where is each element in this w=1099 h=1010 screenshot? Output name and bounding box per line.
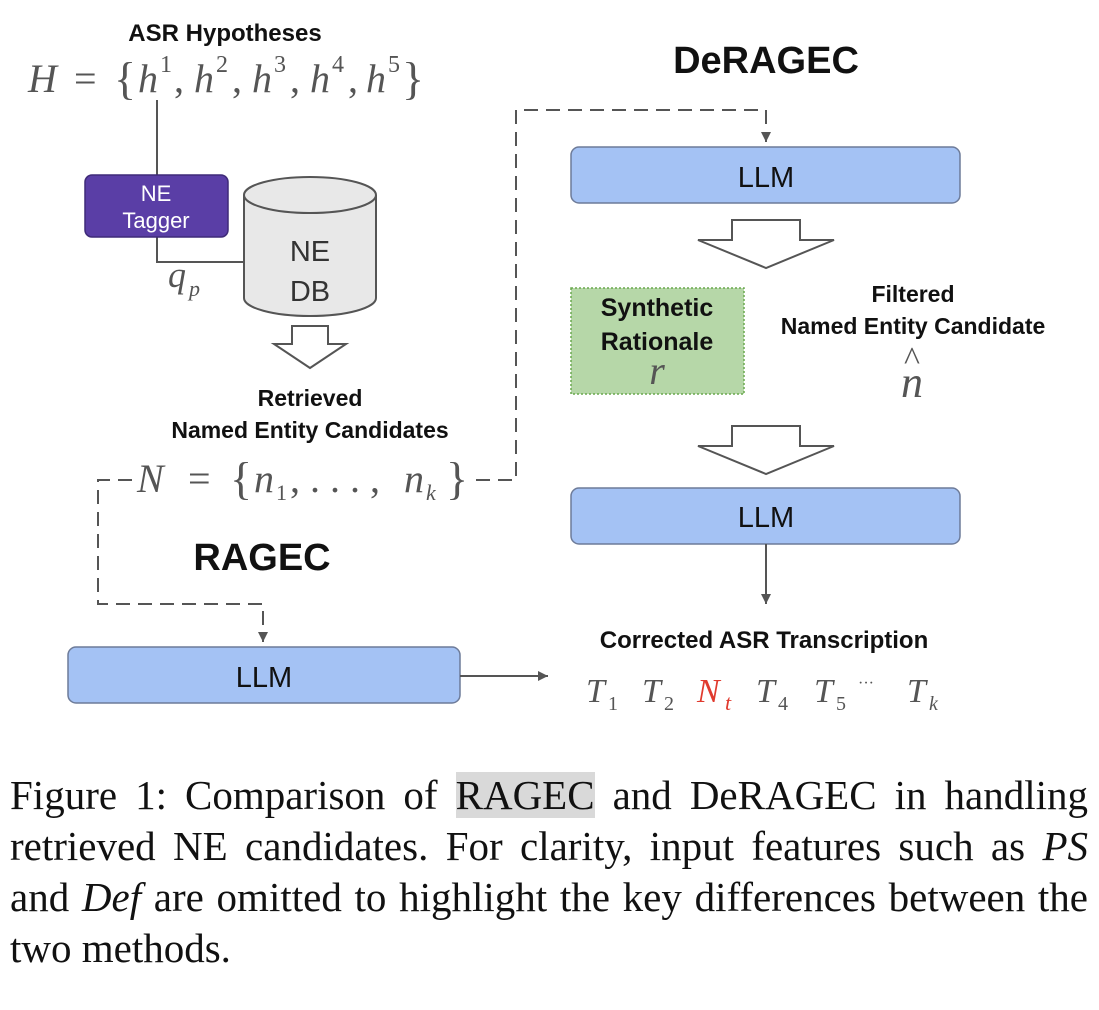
n-set-first-sub: 1 [276, 480, 287, 505]
n-set-mid: , . . . , [290, 456, 380, 501]
caption-middle: and DeRAGEC in handling retrieved NE can… [10, 772, 1088, 869]
ne-tagger-line2: Tagger [122, 208, 189, 233]
output-title: Corrected ASR Transcription [600, 627, 929, 654]
db-to-candidates-arrow [270, 325, 350, 370]
query-label: q p [168, 255, 200, 301]
candidates-to-ragec-arrow [97, 479, 268, 642]
rationale-line1: Synthetic [601, 294, 714, 322]
caption-lead: Figure 1: Comparison of [10, 772, 456, 818]
token-3-highlight: N [696, 673, 722, 710]
caption-ragec-highlight: RAGEC [455, 772, 595, 818]
deragec-title: DeRAGEC [673, 40, 859, 82]
candidate-set: N = { n 1 , . . . , n k } [136, 453, 468, 505]
n-set-last: n [404, 456, 424, 501]
caption-and: and [10, 874, 82, 920]
llm-to-rationale-arrow [697, 219, 835, 270]
token-1-sub: 1 [608, 693, 618, 715]
h-sep-2: , [232, 56, 242, 101]
hypotheses-to-db-arrow [156, 100, 262, 267]
candidates-to-deragec-arrow [476, 109, 771, 481]
n-set-first: n [254, 456, 274, 501]
h-item-5: h [366, 56, 386, 101]
n-set-lhs: N [136, 456, 166, 501]
h-sup-3: 3 [274, 52, 286, 78]
h-set-rbrace: } [402, 53, 424, 104]
h-sup-5: 5 [388, 52, 400, 78]
token-ellipsis: ··· [858, 675, 874, 692]
n-set-lbrace: { [230, 453, 252, 504]
ragec-llm-box: LLM [67, 646, 461, 704]
filtered-candidate-symbol: ^ n [901, 341, 923, 407]
h-set-lbrace: { [114, 53, 136, 104]
h-sep-1: , [174, 56, 184, 101]
deragec-mid-llm-label: LLM [738, 502, 794, 534]
rationale-to-llm-arrow [697, 425, 835, 476]
h-item-2: h [194, 56, 214, 101]
h-sup-4: 4 [332, 52, 344, 78]
caption-tail: are omitted to highlight the key differe… [10, 874, 1089, 971]
h-sep-3: , [290, 56, 300, 101]
token-5-sub: 5 [836, 693, 846, 715]
ne-tagger-box: NE Tagger [84, 174, 229, 238]
caption-def: Def [81, 874, 142, 920]
h-set-lhs: H [27, 56, 59, 101]
ragec-title: RAGEC [193, 537, 330, 579]
h-item-1: h [138, 56, 158, 101]
asr-hypotheses-set: H = { h 1 , h 2 , h 3 , h 4 , h 5 } [27, 52, 424, 104]
rationale-symbol: r [649, 348, 665, 393]
ragec-llm-label: LLM [236, 662, 292, 694]
n-set-eq: = [188, 456, 211, 501]
token-3-sub: t [725, 690, 732, 715]
deragec-mid-llm-box: LLM [570, 487, 961, 545]
h-sup-2: 2 [216, 52, 228, 78]
token-5: T [814, 673, 835, 710]
filtered-title-line1: Filtered [871, 281, 954, 307]
rationale-line2: Rationale [601, 328, 714, 356]
token-2: T [642, 673, 663, 710]
retrieved-title-line2: Named Entity Candidates [171, 417, 448, 443]
synthetic-rationale-box: Synthetic Rationale r [570, 287, 745, 395]
n-set-last-sub: k [426, 480, 437, 505]
n-set-rbrace: } [446, 453, 468, 504]
query-var: q [168, 255, 186, 295]
output-tokens: T 1 T 2 N t T 4 T 5 ··· T k [586, 673, 939, 715]
retrieved-title-line1: Retrieved [258, 385, 363, 411]
ne-db-cylinder: NE DB [243, 176, 377, 317]
caption-ps: PS [1042, 823, 1088, 869]
token-k-sub: k [929, 693, 939, 715]
filtered-symbol: n [901, 358, 923, 407]
token-1: T [586, 673, 607, 710]
query-sub: p [187, 276, 200, 301]
ne-db-line1: NE [290, 236, 330, 268]
figure-caption: Figure 1: Comparison of RAGEC and DeRAGE… [10, 770, 1088, 974]
asr-hypotheses-title: ASR Hypotheses [128, 20, 321, 47]
deragec-top-llm-box: LLM [570, 146, 961, 204]
filtered-hat: ^ [904, 341, 920, 378]
token-4-sub: 4 [778, 693, 788, 715]
h-sup-1: 1 [160, 52, 172, 78]
h-sep-4: , [348, 56, 358, 101]
token-4: T [756, 673, 777, 710]
ne-tagger-line1: NE [141, 181, 172, 206]
token-2-sub: 2 [664, 693, 674, 715]
token-k: T [907, 673, 928, 710]
filtered-title-line2: Named Entity Candidate [781, 313, 1046, 339]
h-set-eq: = [74, 56, 97, 101]
h-item-4: h [310, 56, 330, 101]
deragec-top-llm-label: LLM [738, 162, 794, 194]
ne-db-line2: DB [290, 276, 330, 308]
h-item-3: h [252, 56, 272, 101]
